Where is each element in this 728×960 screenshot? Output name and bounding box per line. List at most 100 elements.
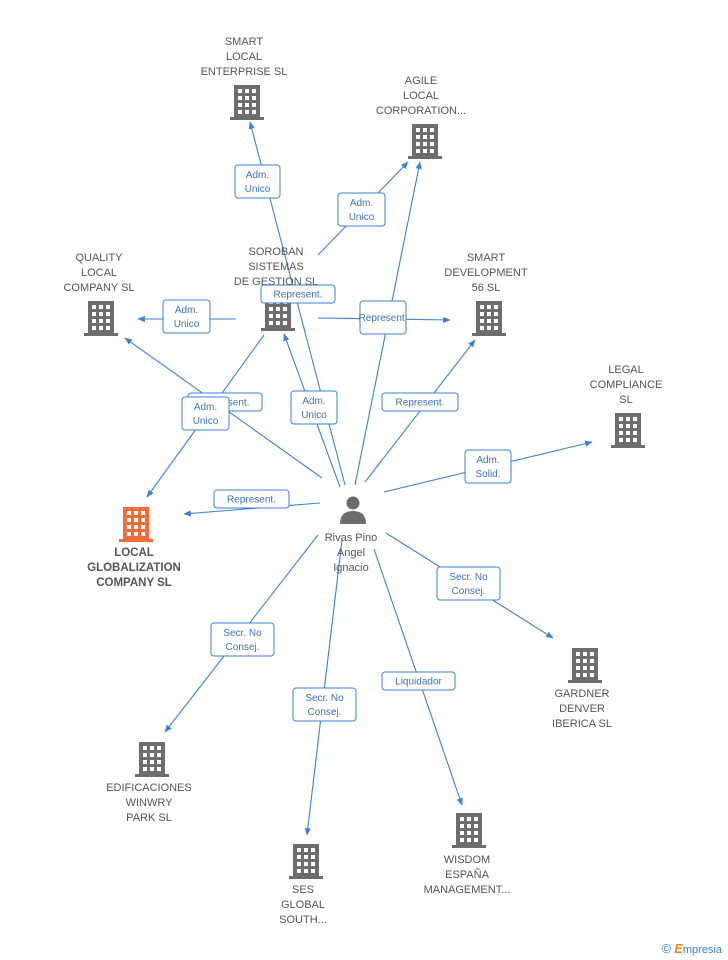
relation-role-line: Secr. No	[223, 628, 262, 639]
relation-role-line: Secr. No	[449, 572, 488, 583]
person-icon	[340, 496, 366, 524]
relation-role: Secr. No Consej.	[223, 628, 262, 653]
relation-role: Adm. Unico	[174, 305, 200, 330]
copyright-symbol: ©	[661, 941, 672, 956]
company-label-soroban-line: SOROBAN	[248, 246, 303, 258]
relation-role-line: Adm.	[175, 305, 198, 316]
relation-role-line: Consej.	[452, 586, 486, 597]
relation-role: Adm.Unico	[245, 170, 271, 195]
building-icon	[472, 301, 506, 336]
building-icon	[408, 124, 442, 159]
company-label-wisdom-line: ESPAÑA	[445, 868, 489, 881]
company-node-smart-development[interactable]: SMART DEVELOPMENT 56 SL	[444, 252, 528, 336]
relation-role-line: Liquidador	[395, 677, 442, 688]
company-label-smart-development: SMART DEVELOPMENT 56 SL	[444, 252, 527, 294]
company-label-gardner-line: DENVER	[559, 703, 605, 715]
building-icon	[135, 742, 169, 777]
relation-box-person-to-wisdom[interactable]: Liquidador	[381, 671, 456, 691]
relation-role-line: Unico	[174, 319, 200, 330]
company-label-smart-development-line: DEVELOPMENT	[444, 267, 527, 279]
brand-name: mpresia	[682, 944, 722, 956]
relation-box-soroban-to-smart-development[interactable]: Represent.	[260, 284, 336, 304]
company-label-ses-global-line: GLOBAL	[281, 899, 325, 911]
relation-box-person-to-edificaciones[interactable]: Secr. No Consej.	[210, 622, 275, 657]
company-label-wisdom-line: WISDOM	[444, 854, 490, 866]
relation-box-person-to-legal-compliance[interactable]: Adm. Solid.	[464, 449, 512, 484]
relation-box-soroban-to-quality-local[interactable]: Adm. Unico	[162, 299, 211, 334]
relation-role-line: Adm.	[476, 455, 499, 466]
relation-box-person-to-agile-local[interactable]: Represent.	[359, 300, 408, 335]
company-label-edificaciones-line: EDIFICACIONES	[106, 782, 192, 794]
relation-box-soroban-to-local-globalization[interactable]: Adm.Unico	[181, 396, 230, 431]
building-icon	[452, 813, 486, 848]
company-label-agile-local-line: LOCAL	[403, 90, 439, 102]
company-label-agile-local-line: AGILE	[405, 75, 437, 87]
relation-role-line: Solid.	[475, 469, 500, 480]
company-label-smart-development-line: 56 SL	[472, 282, 501, 294]
building-icon	[230, 85, 264, 120]
company-label-smart-local-line: ENTERPRISE SL	[201, 66, 288, 78]
relation-role-line: Unico	[245, 184, 271, 195]
relation-role-line: Unico	[349, 212, 375, 223]
company-label-edificaciones-line: WINWRY	[126, 797, 174, 809]
company-label-quality-local-line: LOCAL	[81, 267, 117, 279]
relation-labels-layer: Adm.UnicoAdm.UnicoRepresent.Adm.UnicoRep…	[162, 164, 512, 722]
company-label-gardner-line: IBERICA SL	[552, 718, 612, 730]
company-label-soroban-line: SISTEMAS	[248, 261, 304, 273]
relation-role: Represent.	[227, 495, 276, 506]
building-icon	[611, 413, 645, 448]
relation-role: Adm.Unico	[349, 198, 375, 223]
relation-role-line: Unico	[193, 416, 219, 427]
relation-box-person-to-smart-local[interactable]: Adm.Unico	[234, 164, 281, 199]
relation-role: Represent.	[396, 398, 445, 409]
company-label-edificaciones: EDIFICACIONES WINWRY PARK SL	[106, 782, 192, 824]
relation-role: Secr. No Consej.	[449, 572, 488, 597]
relation-role-line: Adm.	[302, 396, 325, 407]
company-node-agile-local[interactable]: AGILE LOCAL CORPORATION...	[376, 75, 466, 159]
relation-role-line: Unico	[301, 410, 327, 421]
relation-role-line: Represent.	[227, 495, 276, 506]
footer-brand[interactable]: © Empresia	[662, 941, 722, 956]
company-label-edificaciones-line: PARK SL	[126, 812, 172, 824]
company-node-edificaciones[interactable]: EDIFICACIONES WINWRY PARK SL	[106, 742, 192, 824]
relation-box-person-to-local-globalization[interactable]: Represent.	[213, 489, 290, 509]
relation-role-line: Represent.	[359, 313, 408, 324]
building-icon	[289, 844, 323, 879]
company-label-local-globalization-line: COMPANY SL	[96, 577, 172, 589]
company-node-gardner[interactable]: GARDNER DENVER IBERICA SL	[552, 648, 612, 730]
edges-layer	[124, 121, 593, 836]
relation-role-line: Represent.	[396, 398, 445, 409]
relation-role-line: Consej.	[226, 642, 260, 653]
company-label-gardner: GARDNER DENVER IBERICA SL	[552, 688, 612, 730]
building-icon	[119, 507, 153, 542]
relation-box-soroban-to-agile-local[interactable]: Adm.Unico	[337, 192, 386, 227]
person-name-line: Ignacio	[333, 562, 368, 574]
company-label-smart-development-line: SMART	[467, 252, 506, 264]
company-label-gardner-line: GARDNER	[554, 688, 609, 700]
relation-role: Adm. Solid.	[475, 455, 500, 480]
brand-initial: E	[674, 941, 683, 956]
relation-role: Represent.	[359, 313, 408, 324]
relation-box-person-to-soroban[interactable]: Adm. Unico	[290, 390, 338, 425]
company-label-local-globalization-line: GLOBALIZATION	[87, 562, 181, 574]
company-label-ses-global-line: SES	[292, 884, 314, 896]
relation-box-person-to-smart-development[interactable]: Represent.	[381, 392, 459, 412]
company-label-agile-local-line: CORPORATION...	[376, 105, 466, 117]
company-label-legal-compliance-line: LEGAL	[608, 364, 643, 376]
relation-box-person-to-gardner[interactable]: Secr. No Consej.	[436, 566, 501, 601]
